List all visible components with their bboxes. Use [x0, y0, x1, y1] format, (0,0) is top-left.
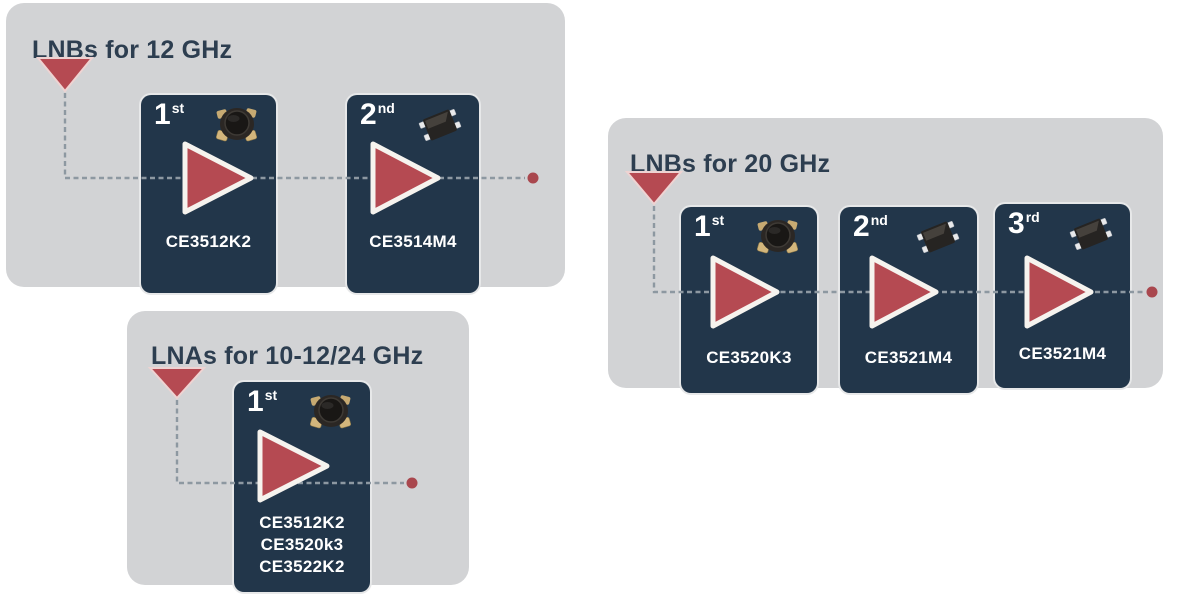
stage-ordinal: 1st: [694, 210, 725, 243]
metal-can-package-icon: [755, 218, 801, 256]
antenna-icon: [147, 367, 207, 400]
metal-can-package-icon: [214, 106, 260, 144]
amplifier-block-stage3: 3rd CE3521M4: [995, 204, 1130, 388]
sot23-package-icon: [915, 218, 961, 256]
output-dot-icon: [406, 477, 418, 489]
sot23-package-icon: [417, 106, 463, 144]
stage-ordinal: 1st: [154, 98, 185, 131]
part-number: CE3520K3: [706, 348, 792, 367]
panel-title: LNBs for 20 GHz: [630, 149, 831, 178]
stage-ordinal: 2nd: [853, 210, 888, 243]
amplifier-block-stage2: 2nd CE3521M4: [840, 207, 977, 393]
part-number: CE3520k3: [260, 535, 344, 554]
sot23-package-icon: [1068, 215, 1114, 253]
part-number-list: CE3512K2 CE3520k3 CE3522K2: [234, 512, 370, 578]
amplifier-block-stage1: 1st CE3512K2 CE3520k3 CE3522K2: [234, 382, 370, 592]
part-number: CE3512K2: [165, 232, 252, 251]
panel-title: LNBs for 12 GHz: [32, 35, 233, 64]
amplifier-block-stage2: 2nd CE3514M4: [347, 95, 479, 293]
output-dot-icon: [527, 172, 539, 184]
output-dot-icon: [1146, 286, 1158, 298]
amplifier-block-stage1: 1st CE3512K2: [141, 95, 276, 293]
panel-lnbs-12ghz: LNBs for 12 GHz 1st CE3512K2 2nd CE3514M…: [6, 3, 565, 293]
part-number: CE3512K2: [259, 513, 345, 532]
part-number: CE3522K2: [259, 557, 345, 576]
part-number: CE3521M4: [864, 348, 953, 367]
part-number: CE3514M4: [369, 232, 457, 251]
panel-lnas-10-12-24ghz: LNAs for 10-12/24 GHz 1st CE3512K2 CE352…: [127, 311, 469, 592]
panel-lnbs-20ghz: LNBs for 20 GHz 1st CE3520K3 2nd CE3521M…: [608, 118, 1163, 393]
stage-ordinal: 3rd: [1008, 207, 1040, 240]
stage-ordinal: 2nd: [360, 98, 395, 131]
part-number: CE3521M4: [1018, 344, 1107, 363]
stage-ordinal: 1st: [247, 385, 278, 418]
amplifier-block-stage1: 1st CE3520K3: [681, 207, 817, 393]
panel-title: LNAs for 10-12/24 GHz: [151, 341, 424, 370]
metal-can-package-icon: [308, 393, 354, 431]
